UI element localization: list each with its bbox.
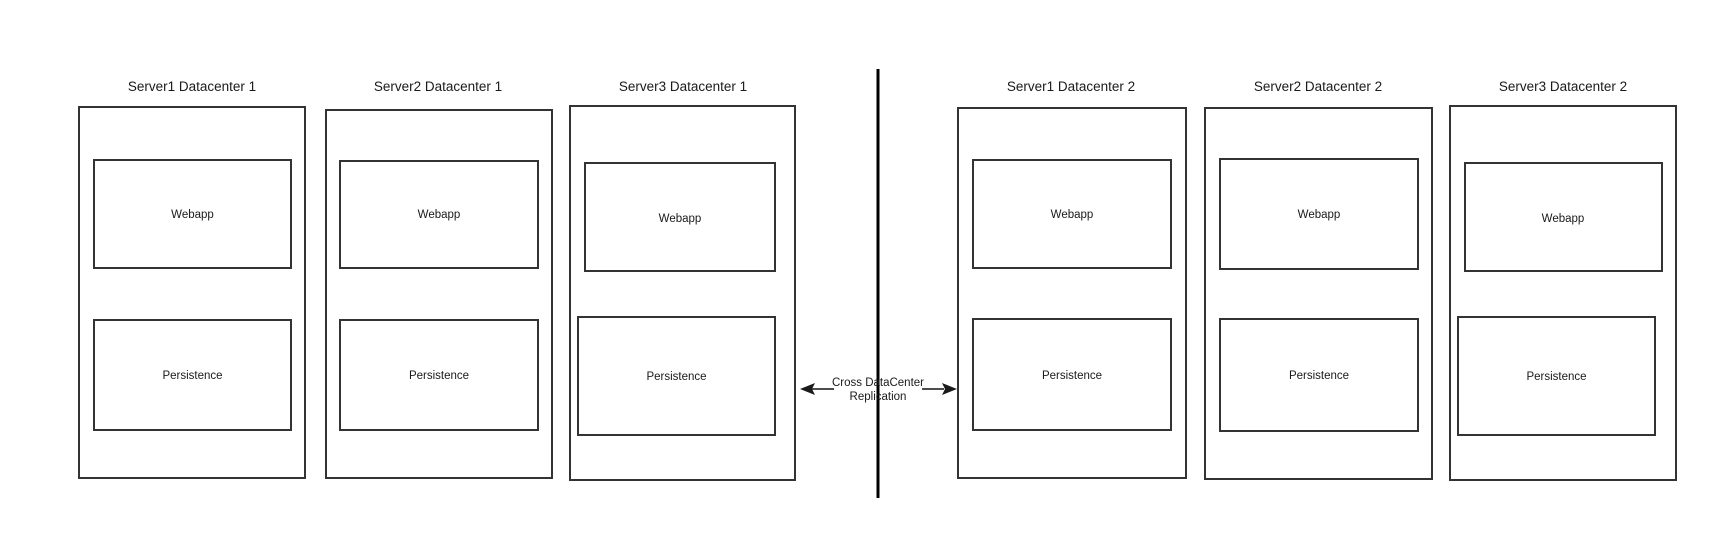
- server-group-dc1-server1[interactable]: Server1 Datacenter 1 Webapp Persistence: [78, 79, 306, 479]
- replication-arrow-left: [800, 383, 834, 395]
- server-title-dc2-server2: Server2 Datacenter 2: [1254, 79, 1382, 94]
- component-label-dc2-server1-persistence: Persistence: [1042, 370, 1102, 382]
- component-box-dc1-server1-persistence[interactable]: [93, 319, 292, 431]
- component-label-dc1-server2-webapp: Webapp: [418, 209, 461, 221]
- component-label-dc2-server2-webapp: Webapp: [1298, 209, 1341, 221]
- datacenter-1-group: Server1 Datacenter 1 Webapp Persistence …: [78, 79, 796, 481]
- component-label-dc1-server1-webapp: Webapp: [171, 209, 214, 221]
- component-box-dc2-server2-persistence[interactable]: [1219, 318, 1419, 432]
- component-box-dc2-server3-persistence[interactable]: [1457, 316, 1656, 436]
- server-group-dc2-server3[interactable]: Server3 Datacenter 2 Webapp Persistence: [1449, 79, 1677, 481]
- component-box-dc2-server1-webapp[interactable]: [972, 159, 1172, 269]
- component-label-dc1-server2-persistence: Persistence: [409, 370, 469, 382]
- component-label-dc1-server1-persistence: Persistence: [162, 370, 222, 382]
- component-box-dc1-server3-persistence[interactable]: [577, 316, 776, 436]
- server-title-dc1-server1: Server1 Datacenter 1: [128, 79, 256, 94]
- server-title-dc2-server3: Server3 Datacenter 2: [1499, 79, 1627, 94]
- component-label-dc2-server3-persistence: Persistence: [1526, 371, 1586, 383]
- server-title-dc2-server1: Server1 Datacenter 2: [1007, 79, 1135, 94]
- replication-label-line1: Cross DataCenter: [832, 377, 924, 389]
- component-label-dc2-server3-webapp: Webapp: [1542, 213, 1585, 225]
- datacenter-2-group: Server1 Datacenter 2 Webapp Persistence …: [957, 79, 1677, 481]
- component-box-dc1-server1-webapp[interactable]: [93, 159, 292, 269]
- arrow-head-right-icon: [942, 383, 957, 395]
- server-group-dc2-server2[interactable]: Server2 Datacenter 2 Webapp Persistence: [1204, 79, 1433, 480]
- component-label-dc1-server3-webapp: Webapp: [659, 213, 702, 225]
- server-group-dc1-server2[interactable]: Server2 Datacenter 1 Webapp Persistence: [325, 79, 553, 479]
- component-box-dc1-server2-persistence[interactable]: [339, 319, 539, 431]
- server-group-dc2-server1[interactable]: Server1 Datacenter 2 Webapp Persistence: [957, 79, 1187, 479]
- replication-arrow-right: [922, 383, 957, 395]
- server-title-dc1-server2: Server2 Datacenter 1: [374, 79, 502, 94]
- component-box-dc2-server1-persistence[interactable]: [972, 318, 1172, 431]
- arrow-head-left-icon: [800, 383, 815, 395]
- component-box-dc1-server2-webapp[interactable]: [339, 160, 539, 269]
- component-box-dc2-server2-webapp[interactable]: [1219, 158, 1419, 270]
- replication-label-line2: Replication: [850, 391, 907, 403]
- component-box-dc1-server3-webapp[interactable]: [584, 162, 776, 272]
- component-box-dc2-server3-webapp[interactable]: [1464, 162, 1663, 272]
- component-label-dc1-server3-persistence: Persistence: [646, 371, 706, 383]
- component-label-dc2-server1-webapp: Webapp: [1051, 209, 1094, 221]
- server-title-dc1-server3: Server3 Datacenter 1: [619, 79, 747, 94]
- server-group-dc1-server3[interactable]: Server3 Datacenter 1 Webapp Persistence: [569, 79, 796, 481]
- cross-datacenter-replication[interactable]: Cross DataCenter Replication: [800, 377, 957, 403]
- component-label-dc2-server2-persistence: Persistence: [1289, 370, 1349, 382]
